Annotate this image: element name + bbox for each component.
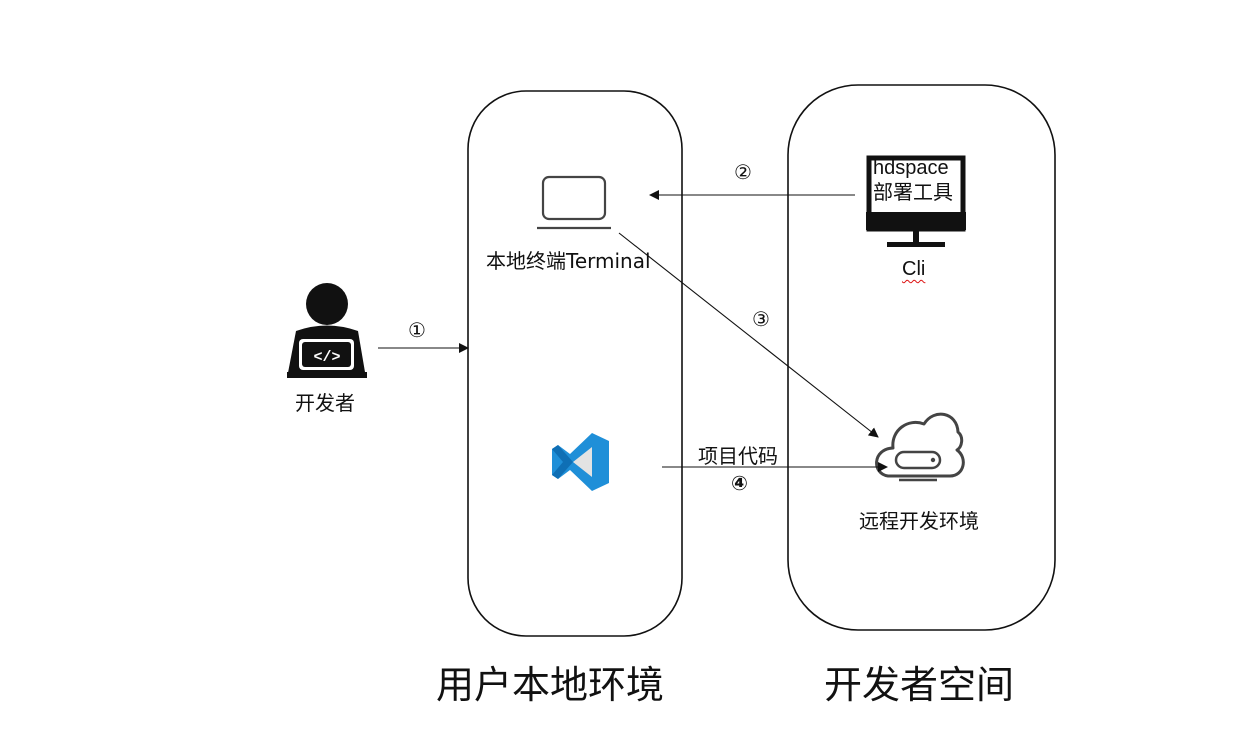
step4-marker: ④: [731, 471, 748, 495]
step3-marker: ③: [752, 307, 770, 331]
remote-env-label: 远程开发环境: [859, 509, 979, 533]
local-environment-panel: [467, 90, 683, 637]
svg-text:</>: </>: [313, 349, 340, 366]
step2-marker: ②: [734, 160, 752, 184]
arrow-step3: [618, 232, 879, 438]
cloud-server-icon: [875, 412, 965, 482]
developer-coding-icon: </>: [287, 283, 367, 378]
developer-space-panel: [787, 84, 1056, 631]
cli-screen-line2: 部署工具: [873, 182, 953, 204]
cli-monitor-icon: [866, 155, 966, 247]
step4-label: 项目代码: [698, 444, 778, 468]
cli-screen-text: hdspace 部署工具: [873, 156, 963, 206]
cli-caption: Cli: [902, 258, 926, 280]
cli-screen-line1: hdspace: [873, 157, 949, 179]
vscode-logo-icon: [552, 433, 609, 491]
developer-label: 开发者: [295, 391, 355, 415]
terminal-label: 本地终端Terminal: [486, 249, 651, 273]
developer-space-title: 开发者空间: [824, 663, 1015, 707]
monitor-icon: [537, 175, 611, 230]
step1-marker: ①: [408, 318, 426, 342]
local-environment-title: 用户本地环境: [436, 663, 665, 707]
